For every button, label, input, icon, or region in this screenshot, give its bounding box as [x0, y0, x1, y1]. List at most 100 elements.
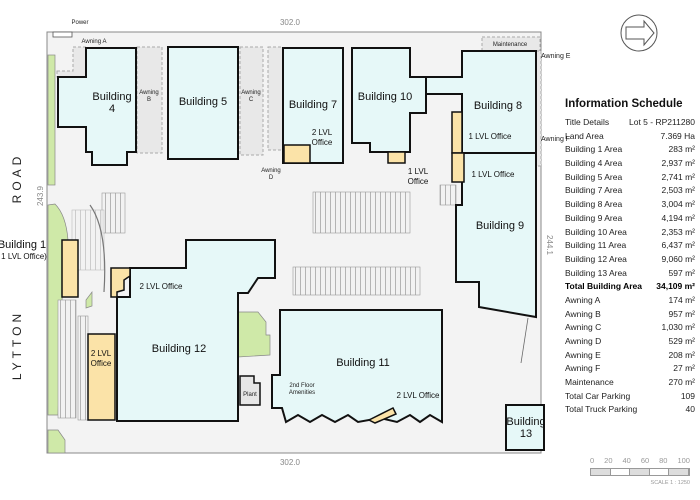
schedule-label: Building 5 Area	[565, 171, 623, 182]
schedule-label: Building 10 Area	[565, 226, 627, 237]
schedule-label: Awning A	[565, 294, 601, 305]
maintenance-label: Maintenance	[493, 42, 528, 48]
awning-d-label: D	[269, 175, 274, 181]
schedule-value: 34,109 m²	[656, 281, 695, 292]
schedule-value: 2,741 m²	[661, 171, 695, 182]
building-13-label: Building	[506, 416, 545, 428]
scale-tick-label: 20	[604, 456, 613, 465]
plant-label: Plant	[243, 392, 257, 398]
building-7-office-label: Office	[312, 138, 333, 147]
awning-d	[267, 46, 284, 151]
building-9-label: Building 9	[476, 220, 524, 232]
schedule-label: Awning E	[565, 349, 601, 360]
schedule-value: 27 m²	[673, 363, 695, 374]
schedule-value: 529 m²	[668, 336, 695, 346]
dim-bottom: 302.0	[280, 458, 301, 467]
building-10-office-label: 1 LVL	[408, 167, 429, 176]
schedule-label: Building 7 Area	[565, 185, 623, 196]
schedule-row: Awning F 27 m²	[565, 362, 695, 376]
schedule-row: Total Building Area 34,109 m²	[565, 280, 695, 294]
schedule-label: Awning C	[565, 322, 602, 333]
schedule-label: Awning D	[565, 336, 602, 346]
building-10	[351, 47, 427, 153]
schedule-value: 7.369 Ha	[660, 130, 696, 141]
awning-d-label: Awning	[261, 168, 281, 174]
building-10-office-label: Office	[408, 177, 429, 186]
building-9-office	[451, 152, 465, 183]
schedule-label: Building 12 Area	[565, 253, 627, 264]
building-4-label: 4	[109, 103, 115, 115]
schedule-value: 597 m²	[668, 267, 695, 278]
building-13-label: 13	[520, 428, 532, 440]
awning-a-label: Awning A	[82, 39, 107, 45]
schedule-value: 270 m²	[668, 377, 695, 388]
car-parking-block	[312, 191, 411, 234]
awning-f-label: Awning F	[541, 136, 570, 143]
schedule-value: 40	[685, 404, 695, 415]
schedule-label: Building 4 Area	[565, 158, 623, 169]
schedule-row: Building 7 Area 2,503 m²	[565, 184, 695, 198]
schedule-value: 2,937 m²	[661, 158, 695, 169]
awning-c	[239, 46, 264, 156]
building-4	[57, 47, 137, 166]
schedule-value: 283 m²	[668, 144, 695, 155]
building-7-office	[283, 144, 311, 164]
schedule-row: Maintenance 270 m²	[565, 376, 695, 390]
dim-left: 243.9	[36, 185, 45, 206]
north-arrow-icon	[620, 14, 658, 52]
schedule-title: Information Schedule	[565, 98, 683, 110]
road-name-upper: ROAD	[10, 153, 24, 204]
schedule-label: Awning B	[565, 308, 601, 319]
schedule-label: Total Building Area	[565, 281, 642, 292]
building-11-office	[367, 406, 398, 424]
building-5	[167, 46, 239, 160]
landscape-corner	[47, 429, 66, 454]
schedule-label: Building 11 Area	[565, 240, 627, 251]
building-12-office-label: Office	[91, 359, 112, 368]
building-1-sub-label: 1 LVL Office)	[1, 252, 47, 261]
scale-tick-label: 100	[677, 456, 690, 465]
amenities-label: 2nd Floor	[289, 383, 314, 389]
power-label: Power	[71, 20, 88, 26]
scale-caption: SCALE 1 : 1250	[650, 480, 690, 486]
building-1-label: Building 1	[0, 239, 46, 251]
awning-b	[136, 46, 163, 154]
schedule-value: 208 m²	[668, 349, 695, 360]
schedule-row: Building 5 Area 2,741 m²	[565, 171, 695, 185]
awning-b-label: Awning	[139, 90, 159, 96]
building-7-office-label: 2 LVL	[312, 128, 333, 137]
building-13	[505, 404, 545, 451]
building-11	[271, 309, 443, 424]
dim-right: 244.1	[545, 235, 554, 256]
schedule-label: Land Area	[565, 130, 604, 141]
schedule-value: 174 m²	[668, 294, 695, 305]
schedule-label: Building 9 Area	[565, 212, 623, 223]
building-12-office-label: 2 LVL Office	[140, 282, 184, 291]
schedule-row: Land Area 7.369 Ha	[565, 130, 695, 144]
building-7-label: Building 7	[289, 99, 337, 111]
schedule-label: Awning F	[565, 363, 601, 374]
schedule-row: Title Details Lot 5 - RP211280	[565, 116, 695, 130]
schedule-label: Maintenance	[565, 377, 614, 388]
building-11-label: Building 11	[336, 357, 390, 369]
schedule-label: Title Details	[565, 117, 610, 127]
awning-e-label: Awning E	[541, 53, 571, 60]
plant	[239, 375, 261, 406]
landscape-island	[85, 290, 93, 309]
car-parking-block	[77, 315, 89, 421]
building-12-office-label: 2 LVL	[91, 349, 112, 358]
building-11-office-label: 2 LVL Office	[397, 391, 441, 400]
schedule-value: 2,503 m²	[661, 185, 695, 196]
schedule-row: Awning D 529 m²	[565, 335, 695, 349]
awning-c-label: Awning	[241, 90, 261, 96]
building-7	[282, 47, 344, 164]
information-schedule: Information Schedule Title Details Lot 5 …	[565, 98, 695, 417]
scale-tick-label: 40	[622, 456, 631, 465]
schedule-value: Lot 5 - RP211280	[629, 117, 695, 127]
